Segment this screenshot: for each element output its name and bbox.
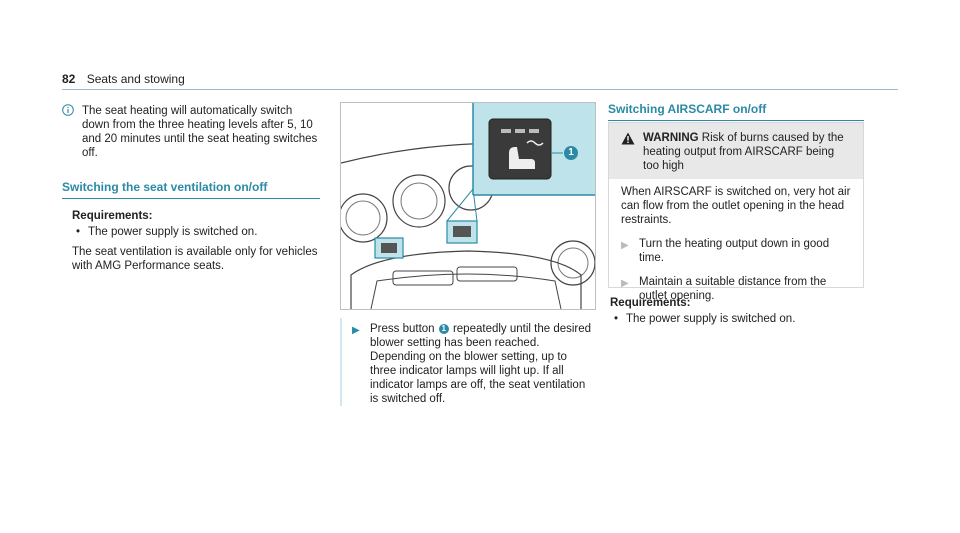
step-arrow-icon: ▶: [352, 325, 360, 336]
header-rule: [62, 89, 898, 90]
warning-title: Risk of burns caused by the heating outp…: [643, 132, 844, 172]
dashboard-illustration: [341, 103, 595, 309]
heading-underline: [62, 198, 320, 199]
warning-step-2-text: Maintain a suitable distance from the ou…: [639, 276, 827, 302]
warning-step-2: ▶ Maintain a suitable distance from the …: [621, 275, 851, 303]
section-title: Seats and stowing: [86, 72, 185, 86]
inline-callout-1: 1: [438, 324, 449, 334]
figure-seat-ventilation: 1: [340, 102, 596, 310]
step-text-post: repeatedly until the desired blower sett…: [370, 323, 592, 349]
step-detail: Depending on the blower setting, up to t…: [370, 351, 586, 405]
note-text: The seat heating will automatically swit…: [82, 105, 318, 159]
heading-text: Switching the seat ventilation on/off: [62, 180, 268, 194]
column-left: The seat heating will automatically swit…: [62, 104, 320, 273]
step-arrow-icon: ▶: [621, 240, 629, 251]
step-text-pre: Press button: [370, 323, 438, 335]
step-margin-bar: [340, 318, 342, 406]
info-icon: [62, 104, 74, 116]
warning-step-1-text: Turn the heating output down in good tim…: [639, 238, 830, 264]
warning-box: WARNING Risk of burns caused by the heat…: [608, 122, 864, 302]
warning-step-1: ▶ Turn the heating output down in good t…: [621, 237, 851, 265]
warning-text: When AIRSCARF is switched on, very hot a…: [621, 186, 851, 226]
requirements-label: Requirements:: [610, 297, 691, 309]
airscarf-requirements: Requirements: The power supply is switch…: [610, 296, 864, 326]
warning-body: When AIRSCARF is switched on, very hot a…: [609, 179, 863, 309]
warning-header: WARNING Risk of burns caused by the heat…: [609, 123, 863, 179]
requirements-block: Requirements: The power supply is switch…: [62, 209, 320, 273]
note-block: The seat heating will automatically swit…: [62, 104, 320, 160]
page-number: 82: [62, 72, 76, 86]
column-right: Switching AIRSCARF on/off: [608, 102, 864, 121]
heading-airscarf: Switching AIRSCARF on/off: [608, 102, 767, 116]
section-heading-ventilation: Switching the seat ventilation on/off: [62, 180, 320, 199]
figure-callout-1: 1: [564, 146, 578, 160]
ventilation-paragraph: The seat ventilation is available only f…: [72, 246, 318, 272]
step-press-button: ▶ Press button 1 repeatedly until the de…: [352, 322, 594, 406]
requirement-item: The power supply is switched on.: [72, 225, 320, 239]
warning-icon: [621, 132, 635, 145]
column-middle: ▶ Press button 1 repeatedly until the de…: [352, 322, 594, 406]
step-arrow-icon: ▶: [621, 278, 629, 289]
requirement-item: The power supply is switched on.: [610, 312, 864, 326]
heading-underline: [608, 120, 864, 121]
requirements-label: Requirements:: [72, 210, 153, 222]
page-header: 82 Seats and stowing: [62, 72, 185, 86]
warning-label: WARNING: [643, 132, 699, 144]
